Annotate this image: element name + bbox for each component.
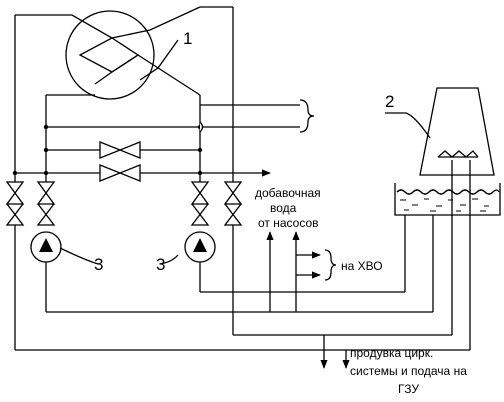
callout-3-right-leader [159,254,179,265]
callout-2-label: 2 [385,92,394,111]
blowdown-label-line1: продувка цирк. [350,346,433,360]
pump-right [184,231,216,263]
heat-exchanger-coil-right-lower [111,54,139,73]
cooling-basin [394,183,501,216]
bypass-valve-upper [99,141,141,159]
makeup-water-label-line1: добавочная [255,186,321,200]
callout-1-label: 1 [183,29,192,48]
callout-3-left-label: 3 [94,255,103,274]
makeup-water-label-line3: от насосов [258,216,319,230]
blowdown-label-line3: ГЗУ [398,382,419,396]
callout-2-leader [385,112,431,139]
valve-right-inner [190,181,210,226]
callout-3-right-label: 3 [156,255,165,274]
heat-exchanger [15,6,201,100]
valve-left-outer [5,181,25,226]
callout-3-left-leader [59,247,99,265]
heat-exchanger-coil-left [15,14,114,85]
makeup-water-label-line2: вода [270,201,297,215]
valve-left-inner [36,181,56,226]
valve-right-outer [223,181,243,226]
to-hvo-label: на ХВО [341,259,383,273]
heat-exchanger-shell [65,10,155,100]
inner-right-top [137,54,201,96]
blowdown-label-line2: системы и подача на [350,364,467,378]
bypass-valve-lower [99,164,141,182]
cooling-tower [419,87,495,176]
hvo-brace [324,249,337,281]
pump-left [30,231,62,263]
line-crossover-bump [199,121,204,133]
callout-1-leader [139,39,179,81]
outlet-brace [299,99,315,133]
